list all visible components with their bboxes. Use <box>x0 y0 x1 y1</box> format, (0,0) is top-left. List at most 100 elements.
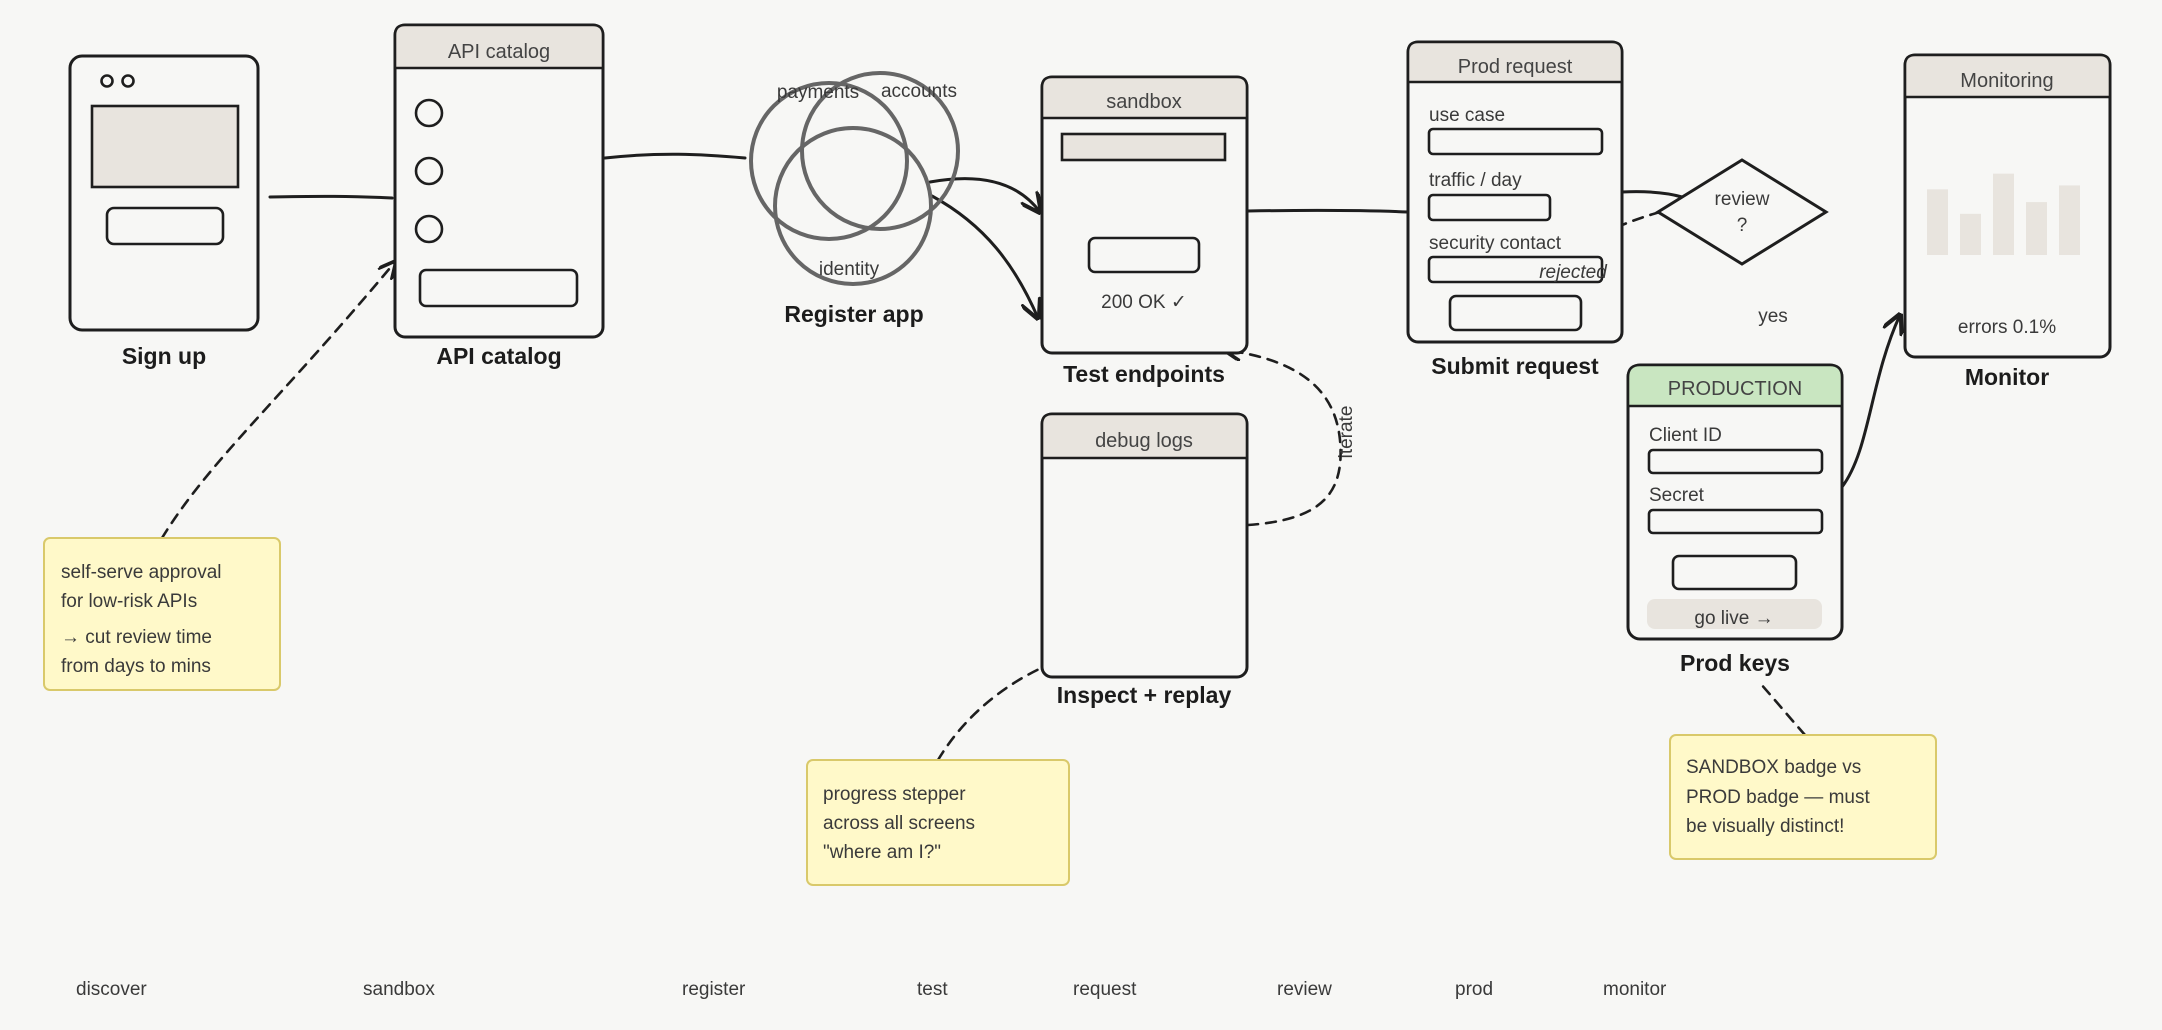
send-request-button[interactable] <box>1087 236 1201 274</box>
go-live-label: go live → <box>1694 608 1773 629</box>
note-stepper-line: "where am I?" <box>823 842 941 863</box>
response-status: 200 OK ✓ <box>1101 292 1187 313</box>
field-label-use-case: use case <box>1429 105 1505 126</box>
screen-inspect-replay: debug logs Inspect + replay <box>1040 412 1249 708</box>
register-label: Register app <box>784 301 923 327</box>
phase-review: review <box>1277 979 1332 1000</box>
scope-payments: payments <box>777 82 859 103</box>
note-approval-line: → cut review time <box>61 627 212 648</box>
note-approval-line: for low-risk APIs <box>61 591 197 612</box>
window-dot-icon <box>100 74 114 88</box>
venn-circle-accounts <box>800 71 960 231</box>
flow-catalog-register <box>603 152 747 160</box>
production-badge <box>1626 363 1844 408</box>
field-label-traffic: traffic / day <box>1429 170 1522 191</box>
submit-label: Submit request <box>1431 353 1599 379</box>
monitor-label: Monitor <box>1965 364 2049 390</box>
inspect-label: Inspect + replay <box>1057 682 1232 708</box>
note-stepper: progress stepper across all screens "whe… <box>806 759 1070 886</box>
screen-api-catalog: API catalog API catalog <box>393 23 605 369</box>
signup-label: Sign up <box>122 343 206 369</box>
monitoring-header: Monitoring <box>1960 70 2053 92</box>
venn-circle-identity <box>773 126 933 286</box>
screen-prod-keys: PRODUCTION Client ID Secret go live → Pr… <box>1626 363 1844 676</box>
note-approval: self-serve approval for low-risk APIs → … <box>43 537 281 691</box>
production-header: PRODUCTION <box>1668 378 1802 400</box>
test-label: Test endpoints <box>1063 361 1225 387</box>
monitor-bar-chart <box>1927 173 2080 255</box>
phase-test: test <box>917 979 948 1000</box>
note-badge: SANDBOX badge vs PROD badge — must be vi… <box>1669 734 1937 860</box>
venn-circle-payments <box>749 81 909 241</box>
go-live-button[interactable] <box>1647 599 1822 629</box>
flow-badge-prodkeys <box>1758 681 1807 737</box>
phase-sandbox: sandbox <box>363 979 435 1000</box>
yes-label: yes <box>1758 306 1788 327</box>
secret-field[interactable] <box>1647 508 1824 535</box>
prodkeys-label: Prod keys <box>1680 650 1790 676</box>
flow-approval-catalog <box>160 262 395 540</box>
note-badge-line: PROD badge — must <box>1686 787 1870 808</box>
iterate-label: iterate <box>1336 406 1357 459</box>
catalog-continue-button[interactable] <box>418 268 579 308</box>
note-stepper-line: progress stepper <box>823 784 966 805</box>
monitor-bar <box>1993 173 2014 255</box>
traffic-input[interactable] <box>1427 193 1552 222</box>
monitor-bar <box>2059 185 2080 255</box>
note-approval-line: self-serve approval <box>61 562 222 583</box>
catalog-label: API catalog <box>436 343 561 369</box>
client-id-field[interactable] <box>1647 448 1824 475</box>
debug-logs-header: debug logs <box>1095 430 1193 452</box>
field-label-security: security contact <box>1429 233 1562 254</box>
phase-discover: discover <box>76 979 147 1000</box>
monitor-bar <box>2026 202 2047 255</box>
rejected-label: rejected <box>1539 262 1608 283</box>
flow-submit-review <box>1620 190 1684 199</box>
phase-prod: prod <box>1455 979 1493 1000</box>
monitor-bar <box>1927 189 1948 255</box>
phase-strip: discover sandbox register test request r… <box>76 979 1667 1000</box>
field-label-secret: Secret <box>1649 485 1705 506</box>
scope-identity: identity <box>819 259 880 280</box>
catalog-radio-2[interactable] <box>414 156 444 186</box>
phase-monitor: monitor <box>1603 979 1667 1000</box>
catalog-header: API catalog <box>448 41 550 63</box>
endpoint-field[interactable] <box>1060 132 1227 162</box>
scope-accounts: accounts <box>881 81 957 102</box>
field-label-client-id: Client ID <box>1649 425 1722 446</box>
catalog-radio-3[interactable] <box>414 214 444 244</box>
screen-monitor: Monitoring errors 0.1% Monitor <box>1903 53 2112 390</box>
error-rate: errors 0.1% <box>1958 317 2056 338</box>
flow-register-test-1 <box>928 177 1040 212</box>
review-decision: review ? <box>1655 158 1829 266</box>
use-case-input[interactable] <box>1427 127 1604 156</box>
screen-signup: Sign up <box>68 54 260 369</box>
screen-test-endpoints: sandbox 200 OK ✓ Test endpoints <box>1040 75 1249 387</box>
window-dot-icon <box>121 74 135 88</box>
hero-image <box>90 104 240 189</box>
monitor-bar <box>1960 213 1981 255</box>
catalog-radio-1[interactable] <box>414 98 444 128</box>
note-badge-line: SANDBOX badge vs <box>1686 757 1861 778</box>
flow-iterate-loop <box>1225 350 1342 527</box>
review-text: review <box>1715 189 1770 210</box>
flow-signup-catalog <box>268 194 394 200</box>
flow-test-submit <box>1246 208 1410 214</box>
signup-button[interactable] <box>105 206 225 246</box>
flow-register-test-2 <box>930 194 1038 318</box>
note-stepper-line: across all screens <box>823 813 975 834</box>
screen-register-app: payments accounts identity Register app <box>749 71 960 327</box>
security-contact-input[interactable] <box>1427 255 1604 284</box>
note-badge-line: be visually distinct! <box>1686 816 1844 837</box>
flow-prodkeys-monitor <box>1840 315 1900 489</box>
phase-register: register <box>682 979 746 1000</box>
review-question: ? <box>1737 215 1748 236</box>
prod-request-header: Prod request <box>1458 56 1573 78</box>
submit-button[interactable] <box>1448 294 1583 332</box>
phase-request: request <box>1073 979 1137 1000</box>
sandbox-header: sandbox <box>1106 91 1182 113</box>
screen-submit-request: Prod request use case traffic / day secu… <box>1406 40 1624 379</box>
copy-keys-button[interactable] <box>1671 554 1798 591</box>
note-approval-line: from days to mins <box>61 656 211 677</box>
